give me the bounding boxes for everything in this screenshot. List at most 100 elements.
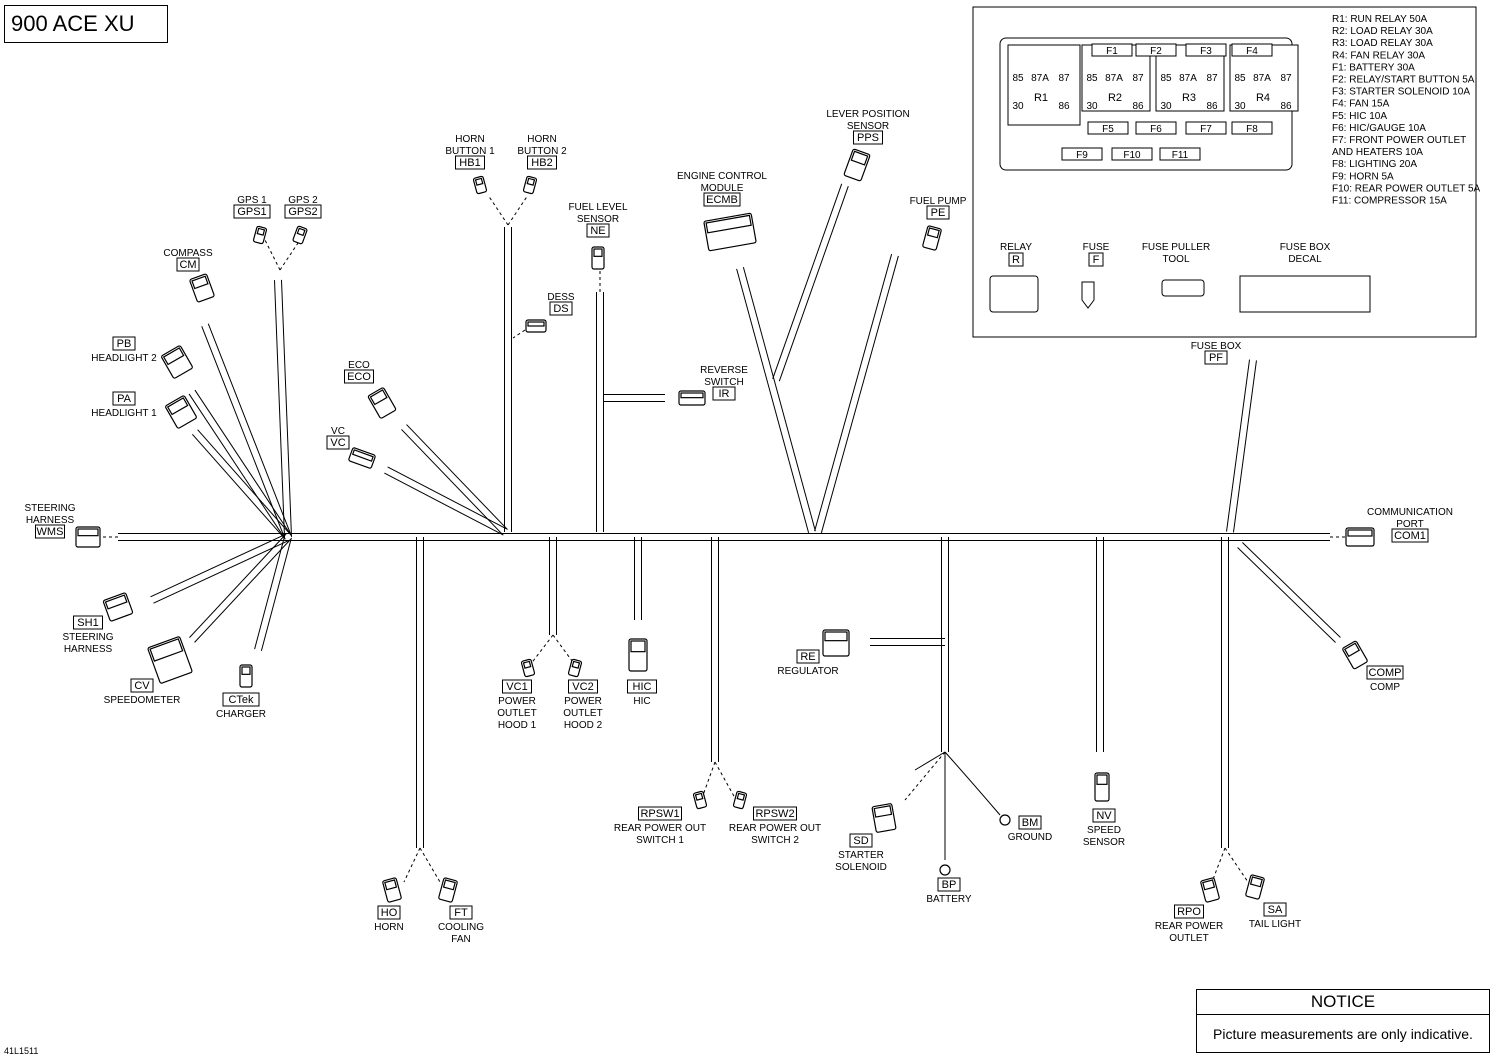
dashed-lead: [403, 847, 421, 883]
connector-code-box: [796, 649, 820, 664]
wire-line: [814, 253, 893, 532]
connector-label: HEADLIGHT 1: [91, 408, 157, 419]
connector-code-box: [703, 192, 741, 207]
connector-code: NE: [590, 225, 605, 237]
connector-latch: [162, 347, 185, 366]
connector-code: RPSW2: [755, 808, 794, 820]
connector-label: REGULATOR: [777, 666, 838, 677]
connector-label: COMPASS: [163, 248, 213, 259]
dashed-lead: [714, 761, 736, 799]
page-title: 900 ACE XU: [4, 5, 168, 43]
connector-code: VC2: [572, 681, 593, 693]
part-code-box: [1088, 252, 1104, 267]
connector-code: PE: [931, 207, 946, 219]
relay-pin: 87A: [1031, 73, 1049, 84]
connector-label: GPS 1: [237, 195, 267, 206]
connector-latch: [384, 879, 398, 891]
connector-label: SWITCH: [704, 377, 743, 388]
part-label: TOOL: [1162, 254, 1189, 265]
connector-label: CHARGER: [216, 709, 266, 720]
connector-code-box: [35, 524, 65, 539]
relay-pin: 85: [1160, 73, 1172, 84]
wire-line: [194, 389, 292, 536]
connector-icon: [367, 387, 397, 419]
connector-label: ECO: [348, 360, 370, 371]
wire-line: [280, 279, 292, 537]
connector-code: ECO: [347, 371, 371, 383]
connector-label: BUTTON 1: [445, 146, 495, 157]
dashed-lead: [1224, 847, 1249, 883]
wire-line: [153, 539, 290, 604]
solenoid-lead: [914, 751, 946, 771]
connector-code-box: [1174, 904, 1204, 919]
connector-code: SD: [853, 835, 868, 847]
relay-pin: 87: [1058, 73, 1070, 84]
connector-label: SWITCH 1: [636, 835, 684, 846]
connector-code-box: [627, 679, 657, 694]
relay-pin: 30: [1086, 101, 1098, 112]
connector-label: POWER: [498, 696, 536, 707]
connector-code-box: [233, 204, 271, 219]
connector-code: CTek: [228, 694, 254, 706]
connector-label: SWITCH 2: [751, 835, 799, 846]
connector-code-box: [568, 679, 598, 694]
connector-code: HIC: [633, 681, 652, 693]
part-code: R: [1012, 254, 1020, 266]
connector-latch: [296, 227, 306, 237]
ground-ring-terminal: [999, 814, 1011, 826]
fuse-name: F3: [1200, 46, 1212, 57]
connector-code: BM: [1022, 817, 1039, 829]
connector-code: SA: [1268, 904, 1283, 916]
battery-ground-lead: [944, 751, 1001, 816]
connector-latch: [694, 792, 704, 801]
connector-label: OUTLET: [1169, 933, 1208, 944]
connector-code: NV: [1096, 810, 1112, 822]
connector-icon: [147, 636, 193, 684]
connector-icon: [292, 225, 308, 245]
connector-label: OUTLET: [497, 708, 536, 719]
document-number: 41L1511: [4, 1046, 39, 1056]
fuse-legend-line: R1: RUN RELAY 50A: [1332, 14, 1428, 25]
wire-line: [778, 186, 849, 382]
wire-line: [201, 326, 286, 539]
connector-icon: [732, 790, 748, 810]
fuse-name: F6: [1150, 124, 1162, 135]
connector-label: SPEED: [1087, 825, 1121, 836]
connector-icon: [1342, 640, 1368, 670]
fuse-legend-line: F10: REAR POWER OUTLET 5A: [1332, 183, 1481, 194]
relay-pin: 86: [1132, 101, 1144, 112]
fuse-legend-line: F9: HORN 5A: [1332, 171, 1394, 182]
connector-label: COOLING: [438, 922, 484, 933]
connector-code-box: [527, 155, 557, 170]
connector-code: HO: [381, 907, 398, 919]
relay-pin: 87: [1132, 73, 1144, 84]
fuse-legend-line: F6: HIC/GAUGE 10A: [1332, 123, 1426, 134]
fuse-legend-line: F1: BATTERY 30A: [1332, 62, 1415, 73]
fuse-name: F2: [1150, 46, 1162, 57]
relay-pin: 85: [1234, 73, 1246, 84]
connector-code: FT: [454, 907, 468, 919]
connector-code: PF: [1209, 352, 1223, 364]
fuse-legend-line: R2: LOAD RELAY 30A: [1332, 26, 1433, 37]
connector-latch: [1347, 529, 1373, 537]
fuse-legend-line: F4: FAN 15A: [1332, 99, 1390, 110]
connector-icon: [472, 175, 488, 195]
connector-icon: [520, 658, 536, 678]
connector-latch: [191, 275, 209, 290]
connector-code-box: [1204, 350, 1228, 365]
connector-code-box: [455, 155, 485, 170]
connector-code-box: [1366, 665, 1404, 680]
notice-title: NOTICE: [1197, 990, 1489, 1015]
connector-icon: [102, 592, 134, 622]
fuse-legend-line: F3: STARTER SOLENOID 10A: [1332, 87, 1470, 98]
part-label: FUSE PULLER: [1142, 242, 1210, 253]
fuse-f7: [1185, 121, 1227, 135]
fuse-legend-line: F8: LIGHTING 20A: [1332, 159, 1417, 170]
connector-code-box: [326, 435, 350, 450]
wire-line: [401, 429, 503, 535]
connector-label: REAR POWER OUT: [614, 823, 706, 834]
wire-line: [1232, 360, 1257, 533]
wire-line: [1237, 547, 1336, 643]
connector-label: VC: [331, 426, 345, 437]
dashed-lead: [904, 751, 946, 801]
